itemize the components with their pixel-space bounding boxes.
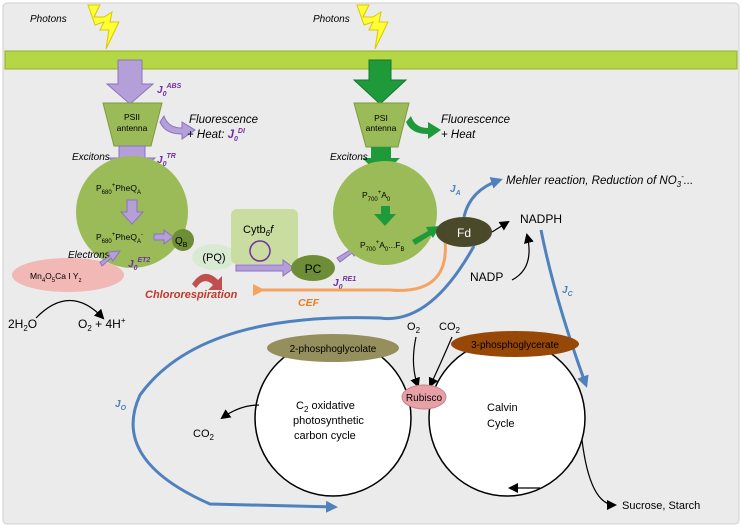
flux-j0-tr: J0TR: [157, 153, 176, 168]
oec-label: Mn4O5Ca I Yz: [30, 271, 82, 284]
ja-flux-arrow: [462, 177, 503, 218]
psi-to-fd-arrow: [412, 226, 440, 245]
rubisco-enzyme: [401, 384, 447, 410]
co2-release-arrow: [220, 404, 260, 420]
cytb6f-label: Cytb6f: [243, 224, 274, 238]
psi-heat-label: + Heat: [441, 129, 476, 141]
plastocyanin: [291, 255, 335, 281]
psii-internal-arrow: [119, 199, 145, 225]
psii-heat-label: + Heat: J0DI: [187, 128, 246, 143]
ja-label: JA: [450, 184, 461, 197]
pq-label: (PQ): [202, 252, 225, 264]
rubisco-label: Rubisco: [406, 393, 443, 404]
nadph-label: NADPH: [520, 212, 562, 226]
psi-absorption-arrow: [352, 59, 408, 105]
phosphoglycerate-label: 3-phosphoglycerate: [471, 340, 559, 351]
nadp-label: NADP: [470, 270, 503, 284]
pq-pool: [192, 244, 236, 270]
qb-site: [172, 229, 194, 251]
products-label: Sucrose, Starch: [622, 500, 700, 512]
c2-cycle-label-3: carbon cycle: [294, 430, 356, 442]
jo-label: JO: [115, 399, 127, 412]
lightning-icon-2: [356, 4, 389, 50]
psii-antenna-label-2: antenna: [117, 123, 148, 133]
psi-antenna: [353, 102, 410, 148]
mehler-label: Mehler reaction, Reduction of NO3-...: [506, 172, 693, 189]
qb-label: QB: [175, 236, 188, 249]
psi-antenna-label-1: PSI: [374, 113, 388, 123]
psii-electrons-label: Electrons: [68, 250, 110, 261]
calvin-label-1: Calvin: [487, 402, 518, 414]
phosphoglycolate-node: [267, 334, 399, 362]
psii-fluorescence-label: Fluorescence: [189, 114, 258, 126]
oxygen-protons-label: O2 + 4H+: [78, 316, 126, 333]
co2-release-label: CO2: [193, 428, 215, 442]
psi-internal-arrow: [374, 206, 396, 226]
phosphoglycerate-node: [451, 331, 579, 357]
psii-absorption-arrow: [105, 59, 155, 105]
psi-antenna-label-2: antenna: [366, 123, 397, 133]
cytb6f-complex: [231, 209, 298, 264]
pheqa-to-qb-arrow: [153, 228, 174, 246]
jo-flux-arrow: [131, 245, 476, 513]
water-splitting-arrow: [35, 299, 105, 320]
sucrose-starch-arrow: [581, 439, 617, 510]
nadp-nadph-cycle-arrow: [511, 233, 534, 281]
psii-antenna-label-1: PSII: [124, 112, 140, 122]
ferredoxin: [436, 217, 492, 247]
c2-cycle-label-2: photosynthetic: [293, 415, 364, 427]
fd-label: Fd: [457, 226, 471, 240]
water-label: 2H2O: [8, 317, 37, 333]
fd-to-nadph-arrow: [491, 220, 510, 233]
psii-dissipation-arrow: [159, 114, 196, 140]
pc-label: PC: [305, 262, 322, 276]
oec-complex: [12, 258, 124, 292]
jc-label: JC: [562, 285, 574, 298]
co2-to-rubisco-arrow: [428, 336, 453, 388]
cef-label: CEF: [298, 297, 320, 309]
o2-to-rubisco-arrow: [410, 336, 420, 388]
c2-cycle-label-1: C2 oxidative: [296, 400, 355, 414]
chlororespiration-arrow: [192, 273, 222, 290]
photons-label-2: Photons: [313, 14, 350, 25]
p680-pheqa-label: P680+PheQA: [96, 183, 141, 196]
o2-input-label: O2: [407, 321, 421, 335]
psii-excitons-label: Excitons: [72, 152, 110, 163]
p700-a0-fb-label: P700+A0...FB: [360, 240, 405, 253]
phosphoglycolate-label: 2-phosphoglycolate: [290, 344, 377, 355]
lightning-icon-1: [87, 4, 120, 50]
psi-excitons-label: Excitons: [330, 152, 368, 163]
psii-antenna: [102, 102, 163, 147]
calvin-label-2: Cycle: [487, 418, 515, 430]
jc-flux-arrow: [539, 229, 589, 388]
photons-label-1: Photons: [30, 14, 67, 25]
p680-pheqa-reduced-label: P680+PheQA-: [96, 232, 143, 245]
psi-dissipation-arrow: [406, 116, 441, 139]
p700-a0-label: P700+A0: [362, 190, 391, 203]
psi-fluorescence-label: Fluorescence: [441, 114, 510, 126]
flux-j0-abs: J0ABS: [157, 83, 182, 98]
cef-arrow: [253, 239, 447, 296]
co2-input-label: CO2: [439, 321, 461, 335]
oec-to-psii-arrow: [99, 250, 122, 267]
pq-to-pc-arrow: [235, 259, 295, 277]
flux-j0-re1: J0RE1: [333, 276, 356, 291]
q-cycle-icon: [249, 240, 271, 262]
chlororespiration-label: Chlororespiration: [145, 289, 238, 301]
flux-j0-et2: J0ET2: [128, 257, 150, 272]
